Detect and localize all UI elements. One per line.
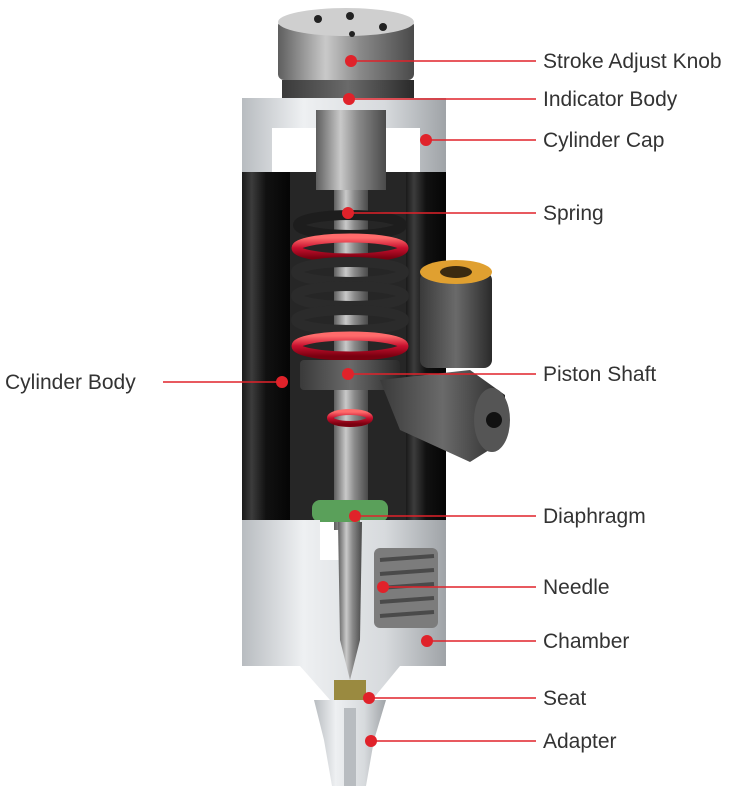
label-adapter: Adapter	[543, 730, 617, 753]
dot-adapter	[365, 735, 377, 747]
dot-chamber	[421, 635, 433, 647]
dot-seat	[363, 692, 375, 704]
spring-coils	[291, 210, 409, 361]
dot-needle	[377, 581, 389, 593]
callouts	[163, 55, 536, 747]
air-fitting	[380, 260, 510, 462]
cylinder-body-left	[242, 172, 290, 520]
label-stroke-adjust-knob: Stroke Adjust Knob	[543, 50, 722, 73]
label-chamber: Chamber	[543, 630, 630, 653]
label-piston-shaft: Piston Shaft	[543, 363, 657, 386]
needle-part	[338, 522, 362, 680]
dot-cylinder-cap	[420, 134, 432, 146]
dot-cylinder-body	[276, 376, 288, 388]
cylinder-cap-part	[242, 98, 446, 172]
shaft-oring	[327, 409, 373, 427]
dot-indicator-body	[343, 93, 355, 105]
dot-spring	[342, 207, 354, 219]
label-spring: Spring	[543, 202, 604, 225]
label-needle: Needle	[543, 576, 610, 599]
label-cylinder-body: Cylinder Body	[5, 371, 136, 394]
inner-sleeve	[316, 110, 386, 190]
label-seat: Seat	[543, 687, 587, 710]
label-cylinder-cap: Cylinder Cap	[543, 129, 665, 152]
dot-piston-shaft	[342, 368, 354, 380]
adapter-bore	[344, 708, 356, 786]
label-diaphragm: Diaphragm	[543, 505, 646, 528]
dot-stroke-adjust-knob	[345, 55, 357, 67]
label-indicator-body: Indicator Body	[543, 88, 678, 111]
stroke-adjust-knob-part	[278, 8, 414, 80]
dot-diaphragm	[349, 510, 361, 522]
